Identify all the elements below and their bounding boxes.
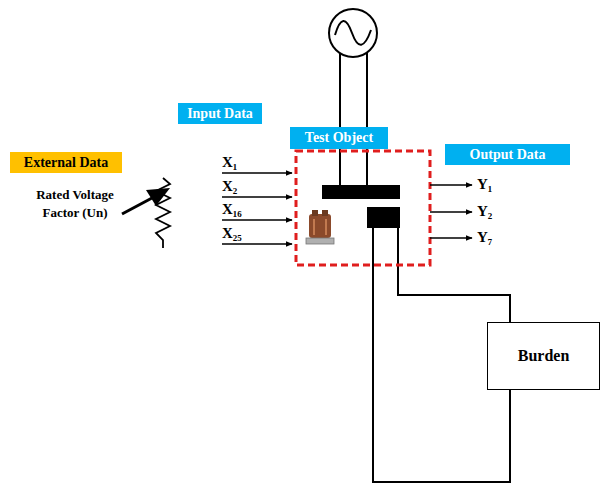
wire: [366, 53, 368, 186]
input-arrow: [222, 219, 292, 221]
input-variable: X₁₆: [222, 201, 242, 218]
output-variable: Y₁: [477, 176, 492, 193]
tag-text: Input Data: [187, 106, 253, 122]
transformer-icon: [306, 210, 334, 244]
burden-box: Burden: [487, 322, 600, 390]
test-object-tag: Test Object: [290, 127, 388, 149]
test-object-outline: [296, 151, 430, 265]
wire: [398, 228, 510, 322]
output-data-tag: Output Data: [445, 144, 570, 165]
input-variable: X₂: [222, 178, 237, 195]
wire: [339, 53, 341, 186]
output-arrow: [430, 184, 472, 186]
sine-wave: [335, 21, 371, 45]
output-variable: Y₂: [477, 203, 492, 220]
input-variable: X₂₅: [222, 225, 242, 242]
secondary-winding: [367, 207, 400, 228]
external-data-text: Rated Voltage Factor (Un): [20, 186, 130, 222]
input-arrow: [222, 172, 292, 174]
ac-source: [329, 9, 377, 57]
primary-winding: [322, 185, 400, 199]
output-arrow: [430, 237, 472, 239]
input-arrow: [222, 196, 292, 198]
tag-text: Burden: [518, 347, 570, 365]
tag-text: Test Object: [305, 130, 373, 146]
output-arrow: [430, 211, 472, 213]
external-data-tag: External Data: [10, 152, 122, 173]
input-arrow: [222, 243, 292, 245]
input-variable: X₁: [222, 154, 237, 171]
output-variable: Y₇: [477, 229, 492, 246]
tag-text: Output Data: [470, 147, 546, 163]
tag-text: External Data: [24, 155, 108, 171]
arrow-head: [146, 188, 170, 206]
input-data-tag: Input Data: [178, 103, 262, 124]
adjust-arrow: [122, 198, 152, 214]
